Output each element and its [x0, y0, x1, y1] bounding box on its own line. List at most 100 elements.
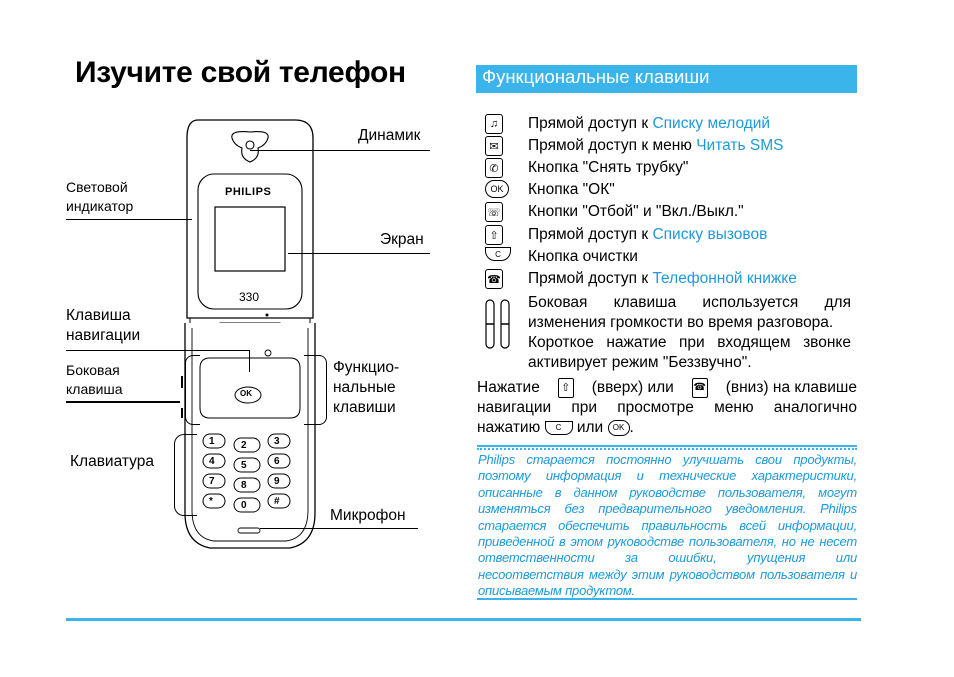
ok-key-inline-icon: OK	[607, 419, 630, 436]
label-function-keys-2: нальные	[333, 379, 396, 396]
nav-text-or: или	[576, 419, 604, 436]
keypad-key-label: 9	[274, 476, 280, 487]
sms-key-icon: ✉	[485, 136, 503, 156]
melody-key-icon: ♫	[485, 114, 503, 134]
function-key-item: Прямой доступ к Телефонной книжке	[528, 268, 797, 290]
navigation-cluster	[199, 357, 301, 419]
leader-microphone	[260, 528, 418, 529]
label-light-indicator-2: индикатор	[66, 198, 134, 214]
label-function-keys-3: клавиши	[333, 399, 396, 416]
keypad-key-label: 4	[209, 456, 215, 467]
keypad-key-label: 7	[209, 476, 215, 487]
leader-screen	[288, 253, 430, 254]
function-key-item: Кнопка "ОК"	[528, 179, 615, 201]
phone-body-outline	[184, 323, 316, 549]
disclaimer-bottom-rule	[477, 598, 857, 600]
calls-list-key-icon: ⇧	[485, 225, 503, 245]
nav-text-down: (вниз) на клавише	[725, 379, 857, 396]
nav-line-3: нажатию C или OK.	[477, 418, 857, 438]
label-side-key-2: клавиша	[66, 381, 123, 397]
side-key-line-2: изменения громкости во время разговора.	[528, 314, 834, 331]
leader-nav-key-h	[66, 350, 250, 351]
nav-up-icon: ⇧	[557, 378, 574, 398]
side-key-description: Боковая клавиша используется для изменен…	[528, 293, 851, 373]
keypad	[202, 433, 291, 513]
speaker-icon	[231, 131, 269, 163]
call-key-icon: ✆	[485, 158, 503, 178]
nav-line-2: навигации при просмотре меню аналогично	[477, 399, 857, 416]
page-title: Изучите свой телефон	[75, 56, 406, 89]
c-key-inline-icon: C	[544, 420, 573, 435]
disclaimer-top-rule	[477, 445, 857, 447]
function-key-item: Прямой доступ к Списку вызовов	[528, 224, 767, 246]
phonebook-key-icon: ☎	[485, 269, 503, 289]
keypad-key-label: 8	[241, 480, 247, 491]
microphone	[237, 527, 261, 534]
volume-side-key-icon	[485, 299, 510, 349]
section-title: Функциональные клавиши	[482, 66, 710, 87]
bracket-function-keys-left	[185, 355, 200, 425]
phone-model: 330	[239, 290, 260, 304]
ok-key-label: OK	[240, 389, 252, 398]
label-light-indicator-1: Световой	[66, 179, 128, 195]
label-nav-key-1: Клавиша	[66, 307, 131, 324]
label-nav-key-2: навигации	[66, 327, 141, 344]
end-power-key-icon: ☏	[485, 202, 503, 222]
leader-light-indicator	[66, 219, 192, 220]
nav-text-up: (вверх) или	[591, 379, 674, 396]
side-key-line-3: Короткое нажатие при входящем звонке	[528, 334, 851, 351]
function-key-link[interactable]: Списку мелодий	[652, 115, 771, 132]
leader-speaker	[250, 150, 430, 151]
function-key-text: Прямой доступ к меню	[528, 137, 697, 154]
label-function-keys-1: Функцио-	[333, 359, 400, 376]
nav-text-press: Нажатие	[477, 379, 540, 396]
function-key-text: Прямой доступ к	[528, 115, 653, 132]
label-speaker: Динамик	[358, 127, 421, 144]
keypad-key-label: 6	[274, 456, 280, 467]
bracket-keypad	[174, 434, 197, 516]
function-key-text: Прямой доступ к	[528, 270, 653, 287]
keypad-key-label: 0	[241, 500, 247, 511]
keypad-key-label: 3	[274, 436, 280, 447]
bracket-function-keys	[304, 355, 327, 425]
nav-text-period: .	[629, 419, 634, 436]
disclaimer-top-dots	[477, 448, 857, 450]
label-side-key-1: Боковая	[66, 362, 120, 378]
side-key-line-1: Боковая клавиша используется для	[528, 294, 851, 311]
label-screen: Экран	[380, 231, 424, 248]
function-key-link[interactable]: Телефонной книжке	[652, 270, 797, 287]
nav-down-icon: ☎	[691, 378, 708, 398]
function-key-item: Прямой доступ к Списку мелодий	[528, 113, 770, 135]
section-title-bar	[476, 65, 857, 93]
ok-key-icon: OK	[485, 180, 509, 198]
navigation-paragraph: Нажатие ⇧ (вверх) или ☎ (вниз) на клавиш…	[477, 378, 857, 438]
function-key-link[interactable]: Списку вызовов	[652, 226, 768, 243]
function-key-item: Кнопка "Снять трубку"	[528, 157, 688, 179]
phone-brand: PHILIPS	[225, 186, 272, 198]
function-key-link[interactable]: Читать SMS	[696, 137, 784, 154]
function-key-text: Кнопка "ОК"	[528, 181, 615, 198]
leader-side-key	[66, 401, 180, 403]
function-key-item: Прямой доступ к меню Читать SMS	[528, 135, 783, 157]
screen	[214, 206, 286, 272]
keypad-key-label: 5	[241, 460, 247, 471]
keypad-key-label: 2	[241, 440, 247, 451]
function-key-text: Кнопка очистки	[528, 248, 638, 265]
side-key-line-4: активирует режим "Беззвучно".	[528, 354, 752, 371]
function-key-text: Прямой доступ к	[528, 226, 653, 243]
nav-text-press-equal: нажатию	[477, 419, 541, 436]
function-key-item: Кнопка очистки	[528, 246, 638, 268]
label-keypad: Клавиатура	[70, 453, 154, 470]
function-key-text: Кнопка "Снять трубку"	[528, 159, 689, 176]
label-microphone: Микрофон	[330, 507, 406, 524]
leader-nav-key-v	[249, 350, 250, 372]
keypad-key-label: *	[209, 496, 213, 507]
disclaimer-text: Philips старается постоянно улучшать сво…	[478, 452, 857, 599]
keypad-key-label: 1	[209, 436, 215, 447]
function-key-item: Кнопки "Отбой" и "Вкл./Выкл."	[528, 201, 744, 223]
page-bottom-rule	[66, 618, 861, 621]
keypad-key-label: #	[274, 496, 280, 507]
clear-key-icon: C	[485, 247, 511, 261]
phone-diagram	[181, 119, 316, 549]
function-key-text: Кнопки "Отбой" и "Вкл./Выкл."	[528, 203, 744, 220]
